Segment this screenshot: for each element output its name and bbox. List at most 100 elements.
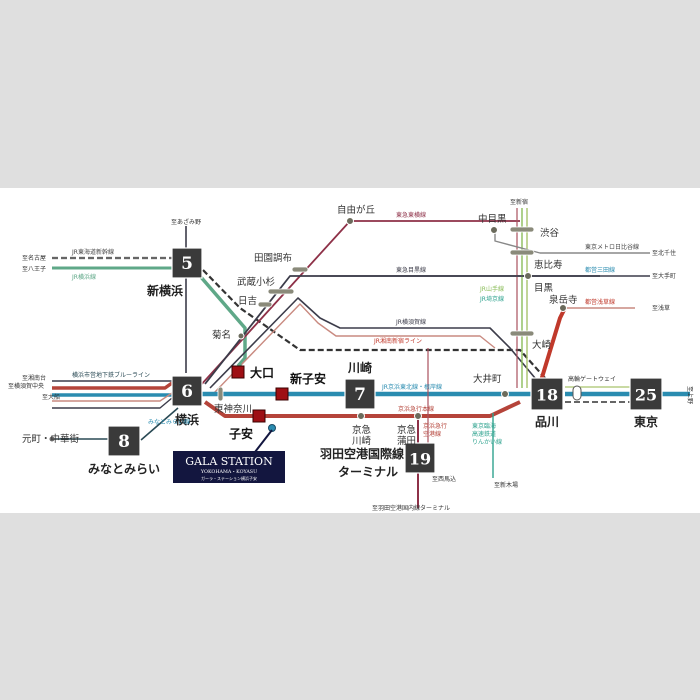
label-saikyo: JR埼京線: [479, 295, 504, 303]
shibuya-node: [509, 226, 535, 233]
hiyoshi-node: [257, 301, 273, 308]
station-shin-yokohama[interactable]: 5 新横浜: [147, 247, 203, 298]
station-minutes: 7: [354, 385, 366, 405]
station-haneda[interactable]: 19 羽田空港国際線 ターミナル: [320, 442, 436, 479]
takanawa-gateway-node: [572, 385, 582, 401]
station-shinkoyasu[interactable]: 新子安: [275, 371, 326, 401]
station-yokohama[interactable]: 6 横浜: [171, 375, 203, 427]
label-hibiya: 東京メトロ日比谷線: [585, 243, 639, 251]
higashikanagawa-node: [217, 386, 224, 402]
denenchofu-node: [291, 266, 309, 273]
badge-title: GALA STATION: [185, 455, 273, 468]
station-minutes: 18: [536, 386, 558, 405]
terminus-shinjuku: 至新宿: [510, 198, 528, 206]
label-yamanote: JR山手線: [479, 285, 504, 293]
nakameguro-node: [490, 226, 498, 234]
svg-text:りんかい線: りんかい線: [472, 438, 502, 446]
svg-text:東京臨海: 東京臨海: [472, 422, 496, 430]
label-keikyu-kawasaki: 京急 川崎: [352, 424, 372, 447]
label-oimachi: 大井町: [473, 373, 502, 385]
station-koyasu[interactable]: 子安: [229, 409, 266, 441]
terminus-yokosuka-chuo: 至横須賀中央: [8, 382, 44, 390]
station-name-2: ターミナル: [338, 465, 398, 479]
route-map-panel: 5 新横浜 6 横浜 7 川崎 8 みなとみらい 19 羽田空港国際線 ターミナ…: [0, 188, 700, 513]
station-oguchi[interactable]: 大口: [231, 365, 274, 380]
label-ebisu: 恵比寿: [534, 259, 563, 271]
gala-station-badge: GALA STATION YOKOHAMA・KOYASU ガーラ・ステーション横…: [173, 451, 285, 483]
label-higashikanagawa: 東神奈川: [214, 403, 252, 415]
keikyu-kawasaki-node: [357, 412, 365, 420]
badge-japanese: ガーラ・ステーション横浜子安: [201, 475, 257, 481]
station-minutes: 6: [181, 382, 193, 402]
terminus-otemachi: 至大手町: [652, 272, 676, 280]
terminus-shonandai: 至湘南台: [22, 374, 46, 382]
lines-left-of-yokohama: [52, 381, 174, 409]
label-musashikosugi: 武蔵小杉: [237, 276, 276, 288]
label-asakusa: 都営浅草線: [585, 298, 615, 306]
line-hibiya: [494, 230, 650, 254]
line-jr-keihin-tohoku: [200, 386, 690, 403]
station-minutes: 5: [181, 254, 193, 274]
station-name: 東京: [634, 414, 658, 429]
terminus-ofuna: 至大船: [42, 393, 60, 401]
musashikosugi-node: [267, 288, 295, 295]
svg-text:川崎: 川崎: [352, 435, 372, 447]
jiyugaoka-node: [346, 217, 354, 225]
label-mita: 都営三田線: [585, 266, 615, 274]
osaki-node: [509, 330, 535, 337]
label-rinkai: 東京臨海 高速鉄道 りんかい線: [472, 422, 502, 446]
label-nakameguro: 中目黒: [478, 213, 507, 225]
station-name: 品川: [535, 415, 559, 429]
terminus-nagoya: 至名古屋: [22, 254, 46, 262]
label-meguro: 目黒: [534, 283, 554, 294]
line-jr-yokosuka: [209, 297, 541, 394]
label-jr-yokohama: JR横浜線: [71, 273, 96, 281]
svg-text:京浜急行: 京浜急行: [423, 422, 447, 430]
label-meguro-line: 東急目黒線: [396, 266, 426, 274]
terminus-asakusa: 至浅草: [652, 304, 670, 312]
sengakuji-node: [559, 304, 567, 312]
route-map: 5 新横浜 6 横浜 7 川崎 8 みなとみらい 19 羽田空港国際線 ターミナ…: [8, 198, 694, 512]
label-osaki: 大崎: [532, 339, 552, 351]
station-minutes: 19: [409, 450, 431, 469]
station-name: 川崎: [347, 360, 372, 375]
terminus-nishimagome: 至西馬込: [432, 475, 456, 483]
label-keikyu-airport: 京浜急行 空港線: [423, 422, 447, 438]
station-shinagawa[interactable]: 18 品川: [530, 377, 564, 429]
label-jr-keihin-tohoku: JR京浜東北線・根岸線: [381, 383, 442, 391]
label-hiyoshi: 日吉: [238, 296, 257, 307]
label-toyoko: 東急東横線: [396, 211, 426, 219]
kikuna-node: [237, 332, 245, 340]
svg-text:高速鉄道: 高速鉄道: [472, 430, 496, 438]
label-jiyugaoka: 自由が丘: [337, 204, 376, 216]
label-blue-line: 横浜市営地下鉄ブルーライン: [72, 371, 150, 379]
station-name: 新子安: [290, 371, 326, 386]
label-motomachi: 元町・中華街: [22, 433, 80, 445]
terminus-azamino: 至あざみ野: [171, 218, 201, 226]
keikyu-kamata-node: [414, 412, 422, 420]
line-jr-yokohama: [52, 266, 247, 368]
label-minatomirai-line: みなとみらい線: [148, 418, 190, 426]
station-name: 子安: [229, 426, 253, 441]
station-name-1: 羽田空港国際線: [320, 446, 404, 461]
motomachi-node: [49, 436, 55, 442]
terminus-shinkiba: 至新木場: [494, 481, 518, 489]
station-name: 新横浜: [147, 283, 183, 298]
svg-text:京急: 京急: [397, 424, 417, 436]
ebisu-node: [509, 249, 535, 256]
label-shibuya: 渋谷: [540, 227, 560, 239]
station-tokyo[interactable]: 25 東京: [629, 377, 663, 429]
terminus-hachioji: 至八王子: [22, 266, 46, 273]
station-name: 大口: [250, 365, 274, 380]
label-denenchofu: 田園調布: [254, 252, 292, 264]
station-kawasaki[interactable]: 7 川崎: [344, 360, 376, 410]
line-keikyu-main: [203, 307, 567, 418]
label-keikyu-main: 京浜急行本線: [398, 405, 434, 413]
label-keikyu-kamata: 京急 蒲田: [397, 424, 417, 447]
property-pointer: [254, 429, 273, 453]
oimachi-node: [501, 390, 509, 398]
meguro-node: [524, 272, 532, 280]
terminus-kitasenju: 至北千住: [652, 249, 676, 257]
label-jr-tokaido-shinkansen: JR東海道新幹線: [71, 248, 114, 256]
station-minatomirai[interactable]: 8 みなとみらい: [88, 425, 160, 476]
